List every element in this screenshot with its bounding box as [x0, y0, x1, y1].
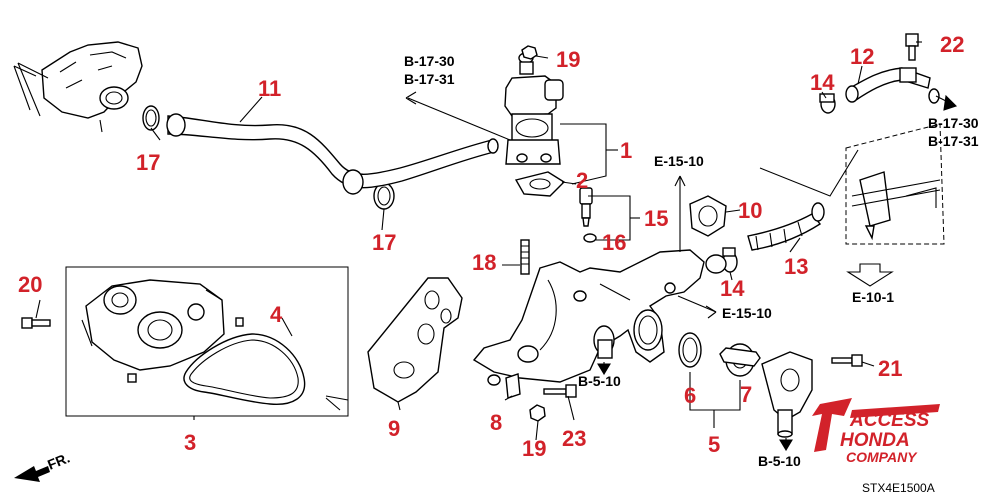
ref-e-15-10-mid: E-15-10	[722, 305, 772, 321]
callout-19-upper: 19	[556, 47, 580, 72]
hose-clamp-14-upper	[819, 93, 836, 114]
callout-19-lower: 19	[522, 436, 546, 461]
o-ring-16	[583, 233, 597, 243]
callout-14-lower: 14	[720, 276, 745, 301]
callout-16: 16	[602, 230, 626, 255]
ref-b-5-10-right: B-5-10	[758, 453, 801, 469]
logo-honda: HONDA	[840, 430, 910, 451]
ref-b-17-30-right: B-17-30	[928, 115, 979, 131]
callout-14-upper: 14	[810, 70, 835, 95]
callout-12: 12	[850, 44, 874, 69]
diagram-code: STX4E1500A	[862, 481, 935, 495]
front-direction-indicator: FR.	[14, 449, 72, 482]
callout-6: 6	[684, 383, 696, 408]
ref-b-17-30-left: B-17-30	[404, 53, 455, 69]
callout-11: 11	[258, 76, 281, 101]
ref-b-17-31-left: B-17-31	[404, 71, 455, 87]
gasket-plate-9	[367, 277, 463, 403]
callout-numbers: 1 2 3 4 5 6 7 8 9 10 11 12 13 14 14 15 1…	[18, 32, 964, 461]
ref-b-5-10-left: B-5-10	[578, 373, 621, 389]
callout-17-upper: 17	[136, 150, 160, 175]
part-8-washer	[505, 373, 521, 399]
callout-21: 21	[878, 356, 902, 381]
callout-10: 10	[738, 198, 762, 223]
callout-7: 7	[740, 382, 752, 407]
ref-e-10-1: E-10-1	[852, 289, 894, 305]
callout-15: 15	[644, 206, 668, 231]
nut-19-lower	[529, 404, 546, 422]
callout-2: 2	[576, 168, 588, 193]
leader-lines	[13, 41, 922, 441]
bolt-19-upper	[521, 45, 538, 60]
callout-4: 4	[270, 302, 283, 327]
temperature-sensor-15	[579, 187, 593, 227]
o-ring-seal-4	[183, 333, 306, 405]
bolt-20	[21, 317, 51, 329]
thermostat-housing-assembly	[472, 249, 727, 386]
hose-clamp-14-lower	[722, 247, 738, 273]
egr-valve-1	[504, 52, 564, 165]
callout-13: 13	[784, 254, 808, 279]
water-pipe-12	[845, 67, 940, 104]
mounting-bracket-detail	[845, 123, 945, 245]
gasket-6	[678, 332, 702, 368]
gasket-10	[689, 195, 727, 237]
access-honda-logo: ACCESS HONDA COMPANY	[812, 398, 940, 465]
engine-block-illustration	[17, 41, 143, 133]
o-ring-17-upper	[142, 105, 160, 131]
ref-b-17-31-right: B-17-31	[928, 133, 979, 149]
egr-gasket-2	[514, 171, 566, 197]
water-hose-13	[747, 202, 825, 251]
callout-5: 5	[708, 432, 720, 457]
callout-3: 3	[184, 430, 196, 455]
thermostat-cover	[761, 351, 813, 438]
callout-22: 22	[940, 32, 964, 57]
callout-23: 23	[562, 426, 586, 451]
front-direction-label: FR.	[45, 449, 72, 472]
logo-company: COMPANY	[846, 449, 918, 465]
callout-9: 9	[388, 416, 400, 441]
reference-pointers	[405, 91, 958, 452]
ref-e-15-10-top: E-15-10	[654, 153, 704, 169]
bolt-23	[543, 384, 577, 398]
thermostat-7	[719, 343, 761, 377]
bolt-21	[831, 354, 863, 367]
callout-1: 1	[620, 138, 632, 163]
bolt-22	[905, 33, 919, 61]
callout-20: 20	[18, 272, 42, 297]
callout-18: 18	[472, 250, 496, 275]
water-pump-3	[65, 266, 349, 417]
logo-access: ACCESS	[849, 410, 930, 431]
stud-bolt-18	[520, 239, 530, 275]
callout-17-lower: 17	[372, 230, 396, 255]
callout-8: 8	[490, 410, 502, 435]
reference-codes: B-17-30 B-17-31 B-17-30 B-17-31 E-15-10 …	[404, 53, 979, 469]
water-pipe-11	[166, 113, 499, 195]
